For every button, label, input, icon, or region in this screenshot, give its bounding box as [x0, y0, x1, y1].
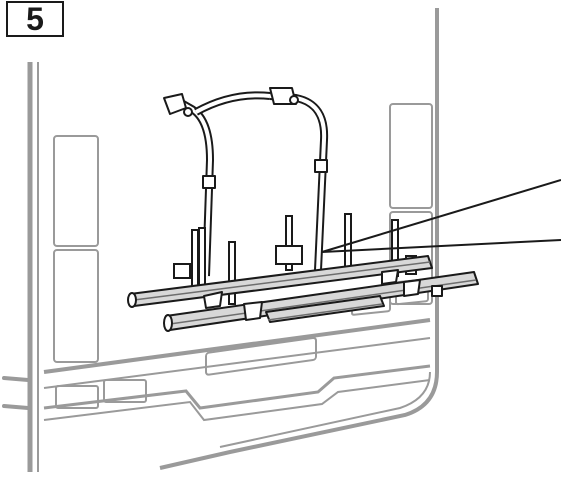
post-4 [285, 215, 293, 271]
leader-line-lower [321, 239, 561, 253]
right-wall-inner-edge [219, 371, 431, 448]
left-upper-window [53, 135, 99, 247]
rail-rear-end-cap [127, 292, 137, 308]
wall-windows [53, 103, 433, 363]
frame-right-upright-outline [269, 92, 329, 271]
rail-rear-shadow [133, 261, 431, 301]
frame-right-hinge-bolt [289, 95, 299, 105]
license-plate-recess [205, 336, 317, 376]
cross-bar-shadow [267, 303, 383, 321]
frame-left-hinge [163, 93, 187, 115]
rail-front [163, 271, 479, 332]
post-clip-left [173, 263, 191, 279]
frame-right-clamp [314, 159, 328, 173]
post-1 [191, 229, 199, 289]
frame-left-hinge-bolt [183, 107, 193, 117]
rail-front-shadow [169, 279, 477, 325]
right-wall-edge [159, 8, 439, 470]
bumper-stripe-top [43, 318, 431, 374]
rail-front-end-bracket [431, 285, 443, 297]
post-2 [198, 227, 206, 291]
rail-rear-clamp-right [381, 269, 399, 285]
frame-left-clamp [202, 175, 216, 189]
callout-leader-lines-icon [321, 179, 561, 253]
bumper-contour-lower [43, 379, 431, 422]
bumper-contour [43, 364, 431, 410]
side-marker-lower [2, 404, 30, 410]
rail-rear [127, 255, 433, 309]
bumper-light-left-1 [55, 385, 99, 409]
rail-front-clamp-right [403, 279, 421, 297]
frame-top-bar-fill [195, 93, 271, 114]
rail-front-end-cap [163, 314, 173, 332]
right-upper-window [389, 103, 433, 209]
leader-line-upper [321, 179, 561, 253]
post-3 [228, 241, 236, 305]
lower-cross-bar [265, 295, 385, 323]
bumper-light-left-2 [103, 379, 147, 403]
step-number-badge: 5 [6, 1, 64, 37]
rack-frame [163, 87, 329, 277]
rear-bumper [43, 278, 431, 422]
mount-block [275, 245, 303, 265]
rail-front-clamp-left [243, 301, 263, 321]
left-lower-window [53, 249, 99, 363]
rail-rear-clamp-left [203, 291, 223, 309]
vehicle-rear-wall [27, 8, 439, 472]
step-number: 5 [26, 0, 44, 37]
side-marker-upper [2, 376, 30, 382]
side-markers [2, 376, 30, 410]
